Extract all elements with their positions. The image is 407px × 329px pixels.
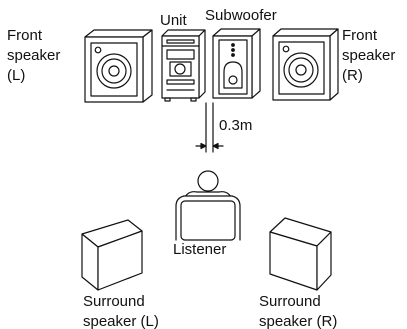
unit-label: Unit	[160, 12, 188, 29]
distance-dimension	[195, 102, 224, 153]
front-left-label-line2: speaker	[7, 47, 60, 64]
surround-speaker-left-icon	[81, 219, 143, 291]
front-right-label-line3: (R)	[342, 67, 363, 84]
unit-icon	[161, 29, 206, 102]
surround-speaker-right-icon	[269, 217, 332, 291]
listener-icon	[175, 170, 241, 241]
surround-left-label-line2: speaker (L)	[83, 313, 159, 329]
subwoofer-label: Subwoofer	[205, 7, 277, 24]
listener-label: Listener	[173, 241, 226, 258]
surround-right-label-line1: Surround	[259, 293, 321, 310]
front-right-label-line1: Front	[342, 27, 378, 44]
surround-right-label-line2: speaker (R)	[259, 313, 337, 329]
front-speaker-right-icon	[272, 28, 339, 101]
surround-left-label-line1: Surround	[83, 293, 145, 310]
front-speaker-left-icon	[84, 29, 153, 103]
front-left-label-line3: (L)	[7, 67, 25, 84]
distance-label: 0.3m	[219, 117, 252, 134]
front-left-label-line1: Front	[7, 27, 43, 44]
subwoofer-icon	[212, 28, 261, 99]
front-right-label-line2: speaker	[342, 47, 395, 64]
